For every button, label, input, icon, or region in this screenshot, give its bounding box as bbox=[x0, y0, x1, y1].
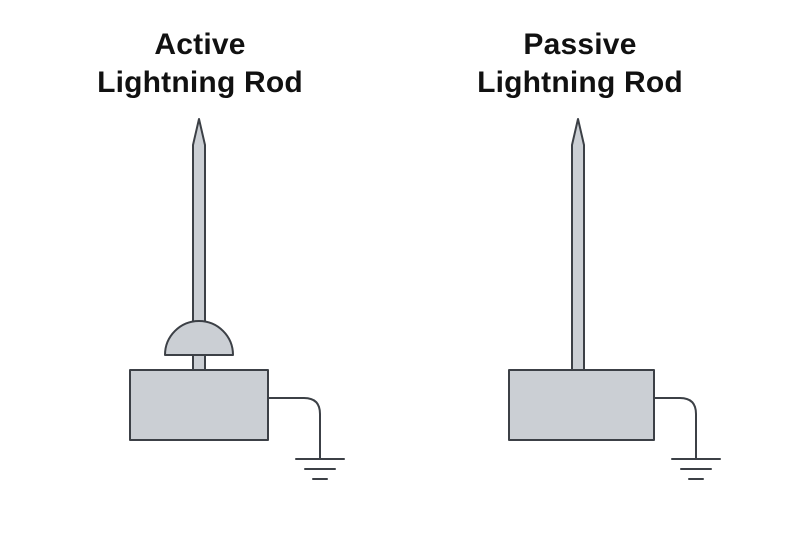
passive-ground-icon bbox=[671, 458, 721, 480]
active-lightning-rod bbox=[129, 118, 345, 480]
active-rod-base bbox=[129, 369, 269, 441]
passive-title-line1: Passive bbox=[523, 28, 637, 61]
active-title-line2: Lightning Rod bbox=[97, 66, 303, 99]
passive-ground-wire bbox=[653, 397, 697, 459]
active-ground-icon bbox=[295, 458, 345, 480]
passive-rod-title: Passive Lightning Rod bbox=[450, 26, 710, 102]
active-rod-spike bbox=[192, 118, 206, 323]
passive-title-line2: Lightning Rod bbox=[477, 66, 683, 99]
passive-lightning-rod bbox=[508, 118, 721, 480]
active-title-line1: Active bbox=[154, 28, 246, 61]
active-rod-title: Active Lightning Rod bbox=[70, 26, 330, 102]
active-rod-neck bbox=[192, 354, 206, 372]
passive-rod-spike bbox=[571, 118, 585, 372]
active-rod-dome bbox=[164, 320, 234, 356]
passive-rod-base bbox=[508, 369, 655, 441]
active-ground-wire bbox=[267, 397, 321, 459]
